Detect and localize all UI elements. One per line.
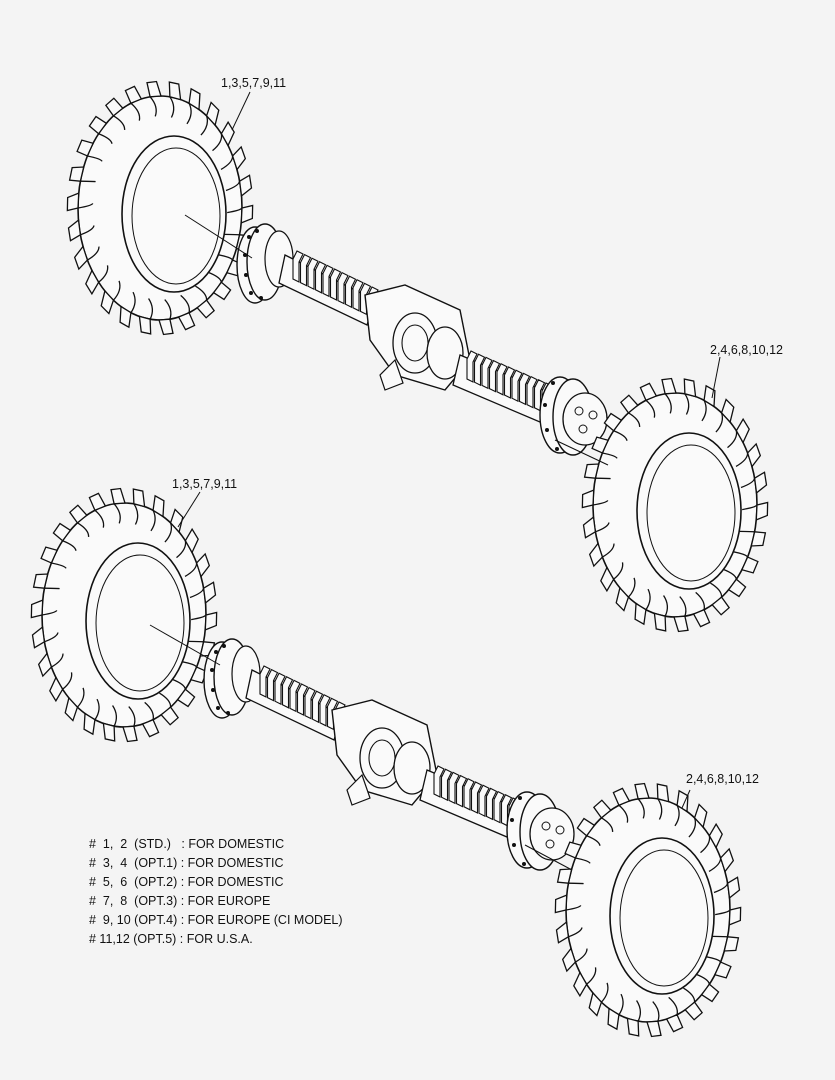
legend-row: # 3, 4 (OPT.1) : FOR DOMESTIC [89,856,284,870]
callout-top-left: 1,3,5,7,9,11 [221,76,287,90]
legend-row: # 5, 6 (OPT.2) : FOR DOMESTIC [89,875,284,889]
top-left-wheel [66,80,254,336]
top-leader-lines [184,91,721,466]
top-right-wheel [581,377,769,633]
callout-bottom-left: 1,3,5,7,9,11 [172,477,238,491]
callout-bottom-right: 2,4,6,8,10,12 [686,772,759,786]
legend-row: # 7, 8 (OPT.3) : FOR EUROPE [89,894,271,908]
option-legend: # 1, 2 (STD.) : FOR DOMESTIC # 3, 4 (OPT… [89,835,343,949]
bottom-right-wheel [554,782,742,1038]
legend-row: # 9, 10 (OPT.4) : FOR EUROPE (CI MODEL) [89,913,343,927]
bottom-left-wheel [30,487,218,743]
legend-row: # 11,12 (OPT.5) : FOR U.S.A. [89,932,253,946]
callout-top-right: 2,4,6,8,10,12 [710,343,783,357]
bottom-leader-lines [149,491,691,871]
legend-row: # 1, 2 (STD.) : FOR DOMESTIC [89,837,285,851]
top-axle [236,223,608,456]
